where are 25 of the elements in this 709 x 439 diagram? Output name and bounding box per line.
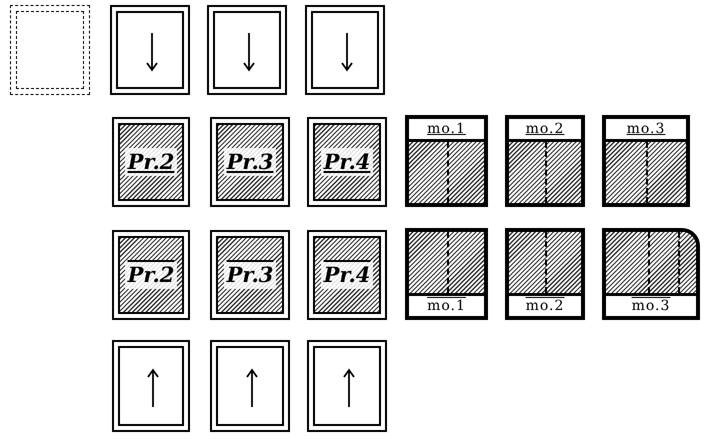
symbol-label: Pr.4: [320, 261, 374, 289]
symbol-label: Pr.4: [320, 148, 374, 176]
hatched-symbol-box: [602, 228, 700, 320]
symbol-label: Pr.2: [124, 261, 178, 289]
hatched-symbol-box: [307, 117, 387, 207]
symbol-frame: [110, 5, 190, 95]
hatched-symbol-box: [307, 230, 387, 320]
symbol-frame: [112, 340, 190, 432]
symbol-label: Pr.3: [224, 148, 276, 176]
hatched-symbol-box: [112, 117, 190, 207]
hatched-symbol-box: [405, 228, 488, 320]
hatched-symbol-box: [505, 228, 585, 320]
symbol-label: Pr.2: [124, 148, 178, 176]
symbol-label: Pr.3: [224, 261, 276, 289]
hatched-symbol-box: [210, 117, 290, 207]
symbol-frame: [207, 5, 287, 95]
dashed-frame: [10, 5, 90, 95]
hatched-symbol-box: [210, 230, 290, 320]
hatched-symbol-box: [602, 115, 690, 207]
hatched-symbol-box: [505, 115, 585, 207]
hatched-symbol-box: [112, 230, 190, 320]
symbol-frame: [307, 340, 387, 432]
symbol-frame: [210, 340, 290, 432]
hatched-symbol-box: [405, 115, 488, 207]
symbol-frame: [305, 5, 385, 95]
